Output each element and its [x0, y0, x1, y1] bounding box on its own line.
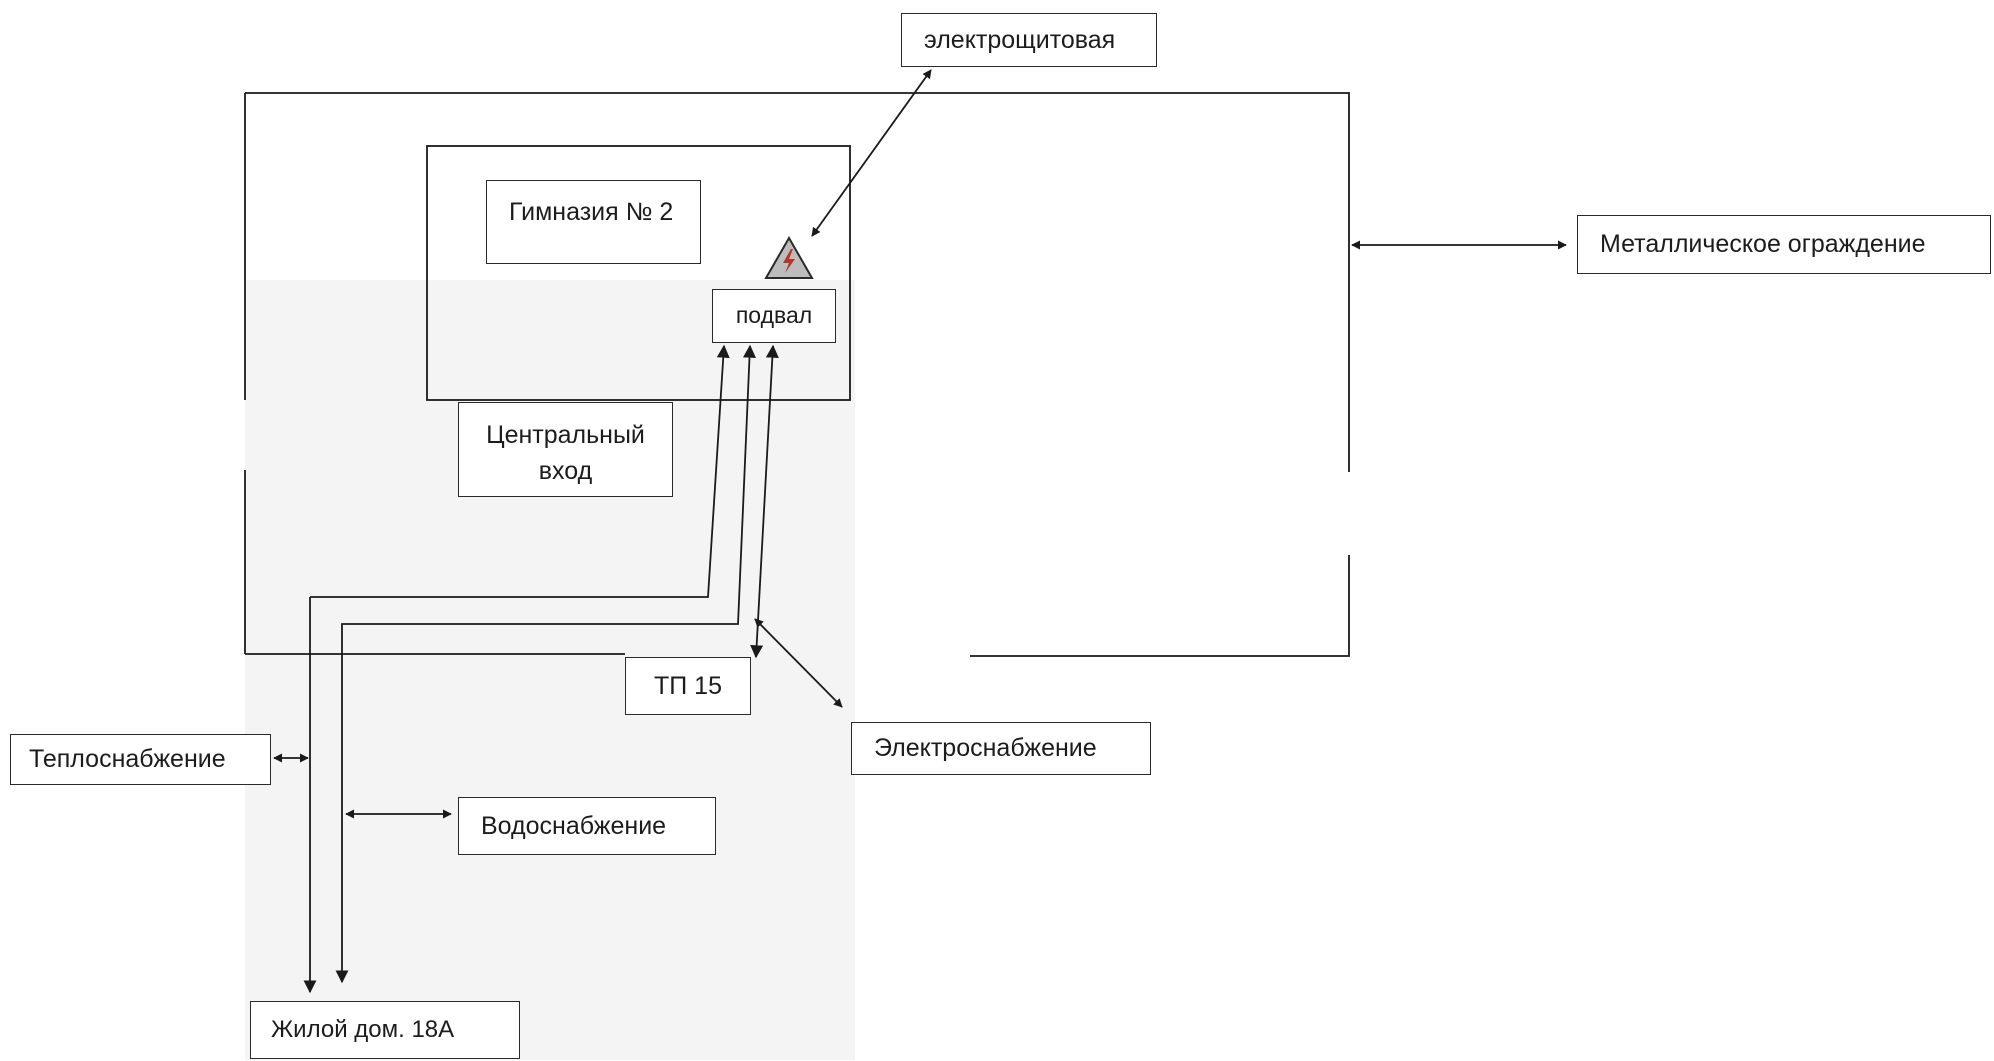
electrical-room-label: электрощитовая: [901, 13, 1157, 67]
water-supply-route: [335, 344, 756, 984]
main-entrance-label: Центральный вход: [458, 402, 673, 497]
high-voltage-warning-icon: [764, 236, 814, 279]
gymnasium-label: Гимназия № 2: [486, 180, 701, 264]
basement-label: подвал: [712, 289, 836, 343]
water-supply-label: Водоснабжение: [458, 797, 716, 855]
electrical-room-arrow: [811, 69, 932, 237]
fence-outline-top-right: [245, 92, 1350, 472]
substation-label: ТП 15: [625, 657, 751, 715]
residential-building-label: Жилой дом. 18А: [250, 1001, 520, 1059]
power-supply-route: [750, 344, 779, 659]
fence-label: Металлическое ограждение: [1577, 215, 1991, 274]
power-supply-label: Электроснабжение: [851, 722, 1151, 775]
heat-supply-label: Теплоснабжение: [10, 734, 271, 785]
power-supply-arrow: [754, 618, 843, 708]
fence-outline-right-bottom: [970, 555, 1350, 657]
